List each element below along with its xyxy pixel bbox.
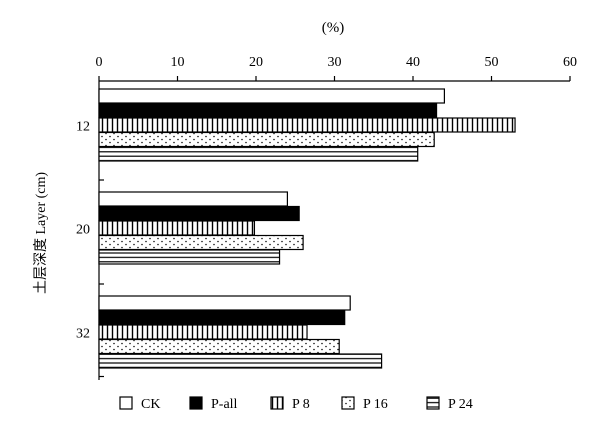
bars bbox=[98, 88, 516, 369]
legend-item: P-all bbox=[189, 396, 238, 412]
legend-swatch bbox=[270, 396, 284, 410]
bar-p-16-20 bbox=[98, 234, 304, 251]
bar-p-24-12 bbox=[98, 146, 419, 162]
x-axis: 0 10 20 30 40 50 60 bbox=[96, 55, 577, 82]
x-tick-label: 0 bbox=[96, 55, 103, 70]
x-tick-label: 10 bbox=[171, 55, 185, 70]
legend-item: CK bbox=[119, 396, 160, 412]
legend-item: P 8 bbox=[270, 396, 310, 412]
y-axis-label: 土层深度 Layer (cm) bbox=[33, 172, 49, 294]
bar-p-all-32 bbox=[98, 309, 346, 326]
bar-p-all-20 bbox=[98, 205, 300, 222]
legend-swatch bbox=[426, 396, 440, 410]
y-tick-label: 32 bbox=[76, 326, 90, 341]
x-tick-label: 30 bbox=[328, 55, 342, 70]
legend-item: P 24 bbox=[426, 396, 473, 412]
bar-p-8-32 bbox=[98, 324, 308, 340]
legend-swatch bbox=[341, 396, 355, 410]
y-tick-label: 20 bbox=[76, 222, 90, 237]
legend-item: P 16 bbox=[341, 396, 388, 412]
legend-label: P 8 bbox=[292, 397, 310, 412]
bar-p-8-20 bbox=[98, 220, 256, 236]
bar-p-24-32 bbox=[98, 353, 383, 369]
y-tick-label: 12 bbox=[76, 119, 90, 134]
legend: CK P-all P 8 P 16 P 24 bbox=[119, 396, 473, 412]
legend-label: P 24 bbox=[448, 397, 473, 412]
legend-label: P-all bbox=[211, 397, 238, 412]
x-tick-label: 60 bbox=[563, 55, 577, 70]
bar-ck-20 bbox=[98, 191, 288, 207]
x-tick-label: 40 bbox=[406, 55, 420, 70]
chart-title: (%) bbox=[322, 20, 345, 36]
bar-ck-12 bbox=[98, 88, 445, 104]
bar-p-24-20 bbox=[98, 249, 281, 265]
bar-p-16-32 bbox=[98, 338, 340, 355]
legend-label: P 16 bbox=[363, 397, 388, 412]
x-tick-label: 50 bbox=[485, 55, 499, 70]
legend-swatch bbox=[189, 396, 203, 410]
bar-p-8-12 bbox=[98, 117, 516, 133]
legend-label: CK bbox=[141, 397, 160, 412]
bar-p-16-12 bbox=[98, 131, 435, 148]
legend-swatch bbox=[119, 396, 133, 410]
bar-ck-32 bbox=[98, 295, 351, 311]
x-tick-label: 20 bbox=[249, 55, 263, 70]
bar-p-all-12 bbox=[98, 102, 438, 119]
